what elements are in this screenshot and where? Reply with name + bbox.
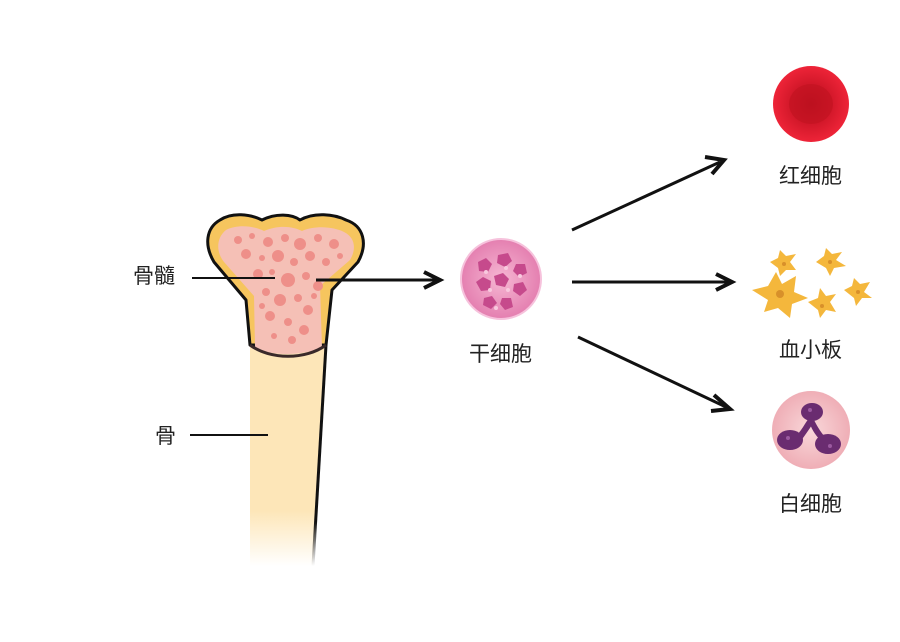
label-bone-marrow: 骨髓 <box>133 264 175 288</box>
bone-shaft <box>248 344 328 567</box>
marrow-texture <box>234 233 343 344</box>
arrow-to-platelet <box>572 272 737 292</box>
white-blood-cell-icon <box>772 391 850 469</box>
label-platelet: 血小板 <box>779 338 842 362</box>
red-blood-cell-icon <box>773 66 849 142</box>
arrow-to-white-cell <box>577 335 735 413</box>
label-white-blood-cell: 白细胞 <box>779 492 842 516</box>
label-bone: 骨 <box>155 424 176 448</box>
stem-cell-icon <box>460 238 542 320</box>
arrow-to-red-cell <box>571 155 728 232</box>
label-red-blood-cell: 红细胞 <box>779 164 842 188</box>
arrow-to-stem-cell <box>316 270 445 290</box>
label-stem-cell: 干细胞 <box>469 342 532 366</box>
platelet-icon <box>752 248 872 318</box>
